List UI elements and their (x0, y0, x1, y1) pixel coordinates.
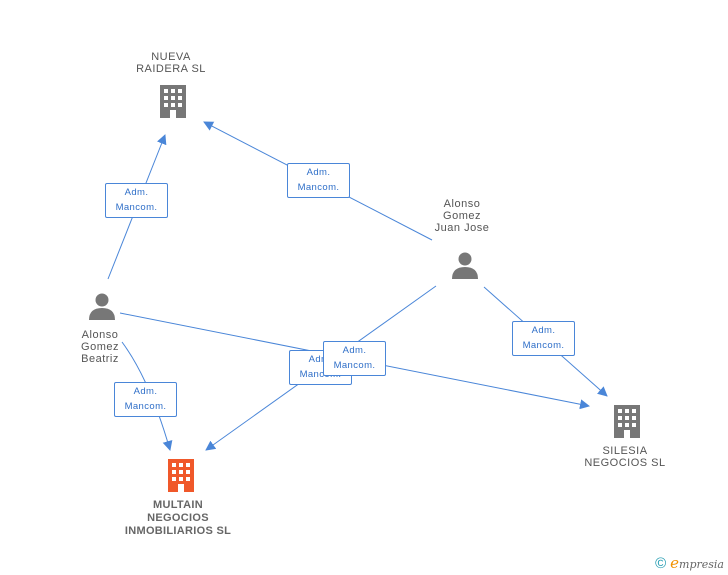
brand-logo[interactable]: empresia (670, 554, 724, 572)
role-text: Mancom. (522, 340, 565, 351)
brand-initial: e (670, 554, 680, 572)
role-text: Adm. (531, 325, 556, 336)
person-icon[interactable] (451, 251, 479, 279)
role-text: Adm. (124, 187, 149, 198)
person-label-alonso-gomez-juan-jose: Alonso Gomez Juan Jose (434, 198, 490, 234)
person-label-alonso-gomez-beatriz: Alonso Gomez Beatriz (81, 329, 119, 365)
role-text: Mancom. (115, 202, 158, 213)
building-icon[interactable] (157, 84, 189, 119)
edge-label-juan-nueva-raidera[interactable]: Adm. Mancom. (287, 163, 350, 198)
role-text: Adm. (133, 386, 158, 397)
edge-label-beatriz-nueva-raidera[interactable]: Adm. Mancom. (105, 183, 168, 218)
role-text: Adm. (306, 167, 331, 178)
edge-label-juan-silesia[interactable]: Adm. Mancom. (512, 321, 575, 356)
role-text: Adm. (342, 345, 367, 356)
brand-rest: mpresia (679, 558, 724, 571)
edge-label-beatriz-multain[interactable]: Adm. Mancom. (114, 382, 177, 417)
role-text: Mancom. (297, 182, 340, 193)
edge-label-beatriz-silesia[interactable]: Adm. Mancom. (323, 341, 386, 376)
company-label-multain: MULTAIN NEGOCIOS INMOBILIARIOS SL (124, 499, 232, 537)
role-text: Mancom. (299, 369, 342, 380)
role-text: Mancom. (333, 360, 376, 371)
building-icon-main[interactable] (165, 458, 197, 493)
person-icon[interactable] (88, 292, 116, 320)
building-icon[interactable] (611, 404, 643, 439)
role-text: Mancom. (124, 401, 167, 412)
footer-brand: © empresia (655, 553, 724, 573)
company-label-silesia: SILESIA NEGOCIOS SL (584, 445, 666, 469)
company-label-nueva-raidera: NUEVA RAIDERA SL (136, 51, 206, 75)
copyright-icon: © (655, 554, 667, 572)
role-text: Adm. (308, 354, 333, 365)
